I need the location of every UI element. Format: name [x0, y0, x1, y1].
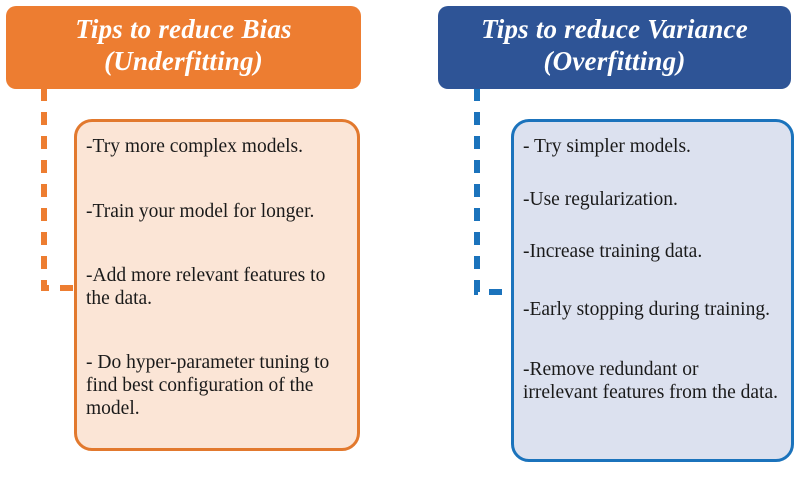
- header-bias-line2: (Underfitting): [104, 45, 263, 76]
- tip-item: - Try simpler models.: [523, 136, 691, 157]
- header-variance-text: Tips to reduce Variance (Overfitting): [481, 14, 748, 78]
- connector-bias: [41, 88, 86, 291]
- tip-item: -Add more relevant features to the data.: [86, 265, 326, 309]
- header-card-bias[interactable]: Tips to reduce Bias (Underfitting): [6, 6, 361, 89]
- header-variance-line2: (Overfitting): [543, 45, 686, 76]
- content-card-bias[interactable]: -Try more complex models. -Train your mo…: [74, 119, 360, 451]
- tip-list-variance: - Try simpler models. -Use regularizatio…: [523, 136, 778, 405]
- header-card-variance[interactable]: Tips to reduce Variance (Overfitting): [438, 6, 791, 89]
- connector-variance: [474, 88, 521, 295]
- header-bias-line1: Tips to reduce Bias: [75, 13, 292, 44]
- tip-item: -Increase training data.: [523, 241, 703, 263]
- header-bias-text: Tips to reduce Bias (Underfitting): [75, 14, 292, 78]
- tip-item: -Use regularization.: [523, 188, 678, 210]
- tip-item: -Try more complex models.: [86, 136, 304, 157]
- tip-list-bias: -Try more complex models. -Train your mo…: [86, 136, 344, 420]
- tip-item: -Early stopping during training.: [523, 298, 770, 320]
- tip-item: - Do hyper-parameter tuning to find best…: [86, 352, 330, 419]
- tip-item: -Remove redundant or irrelevant features…: [523, 359, 778, 404]
- header-variance-line1: Tips to reduce Variance: [481, 13, 748, 44]
- tip-item: -Train your model for longer.: [86, 200, 315, 222]
- content-card-variance[interactable]: - Try simpler models. -Use regularizatio…: [511, 119, 794, 462]
